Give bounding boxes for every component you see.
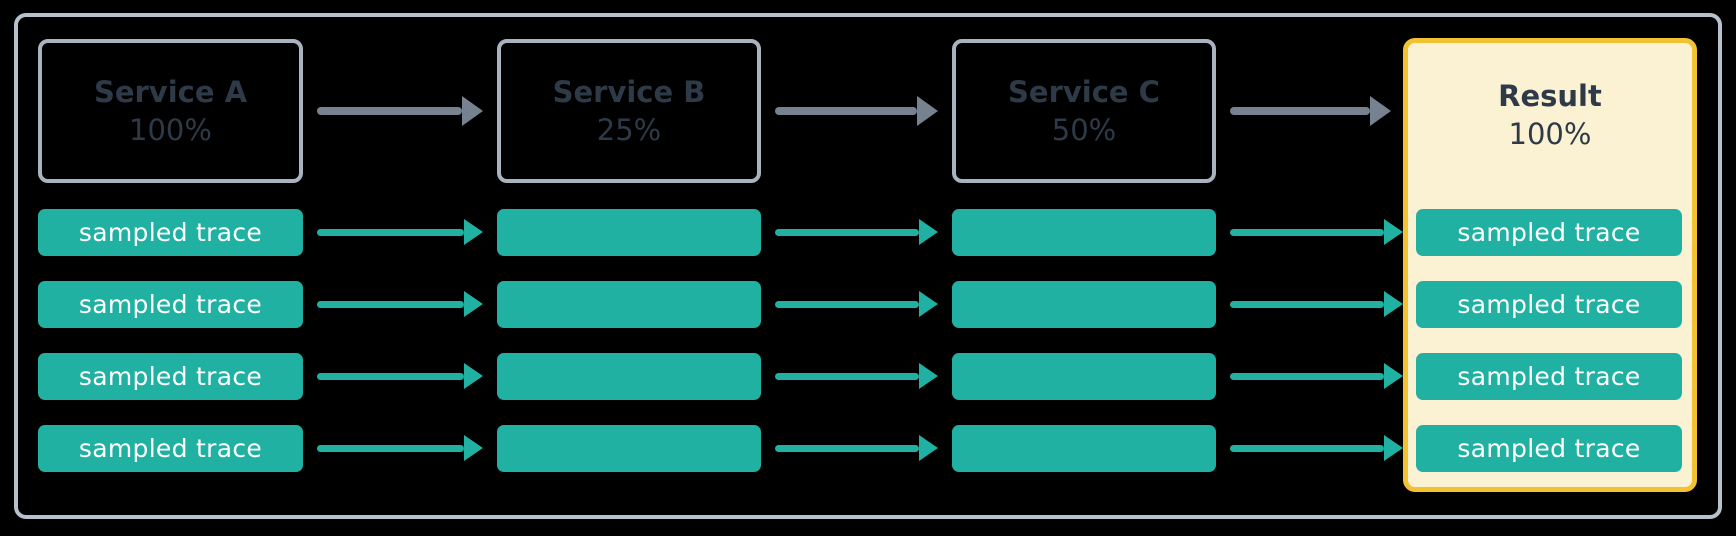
sampled-trace-label: sampled trace xyxy=(78,218,263,247)
arrow-head-icon xyxy=(1370,96,1391,126)
sampled-trace-box xyxy=(497,353,761,400)
arrow-shaft xyxy=(775,107,917,115)
sampled-trace-label: sampled trace xyxy=(1457,434,1641,463)
sampled-trace-box xyxy=(952,281,1216,328)
arrow-shaft xyxy=(775,372,919,380)
sampled-trace-label: sampled trace xyxy=(1457,218,1641,247)
sampled-trace-box: sampled trace xyxy=(38,281,303,328)
trace-arrow xyxy=(317,291,483,317)
service-c-rate: 50% xyxy=(1051,112,1117,147)
result-name: Result xyxy=(1498,78,1602,113)
arrow-shaft xyxy=(1230,444,1384,452)
sampled-trace-box xyxy=(952,425,1216,472)
sampled-trace-box xyxy=(952,353,1216,400)
arrow-head-icon xyxy=(919,435,938,461)
arrow-head-icon xyxy=(464,435,483,461)
arrow-head-icon xyxy=(919,219,938,245)
arrow-head-icon xyxy=(1384,363,1403,389)
arrow-head-icon xyxy=(919,363,938,389)
sampled-trace-box xyxy=(497,281,761,328)
sampled-trace-label: sampled trace xyxy=(78,362,263,391)
trace-arrow xyxy=(1230,435,1403,461)
sampled-trace-box xyxy=(497,425,761,472)
sampled-trace-box: sampled trace xyxy=(1416,209,1682,256)
sampled-trace-box: sampled trace xyxy=(38,209,303,256)
result-box: Result 100% xyxy=(1403,38,1697,492)
service-a-name: Service A xyxy=(93,74,248,109)
trace-arrow xyxy=(775,291,938,317)
sampled-trace-label: sampled trace xyxy=(1457,290,1641,319)
sampled-trace-box: sampled trace xyxy=(38,425,303,472)
flow-arrow-c-to-result xyxy=(1230,96,1391,126)
diagram-outer-frame xyxy=(14,13,1722,519)
arrow-shaft xyxy=(1230,107,1370,115)
trace-arrow xyxy=(317,363,483,389)
trace-arrow xyxy=(775,219,938,245)
arrow-shaft xyxy=(1230,300,1384,308)
service-b-rate: 25% xyxy=(596,112,662,147)
result-header: Result 100% xyxy=(1408,43,1692,187)
sampled-trace-label: sampled trace xyxy=(78,290,263,319)
sampled-trace-box: sampled trace xyxy=(1416,353,1682,400)
arrow-head-icon xyxy=(462,96,483,126)
sampled-trace-box: sampled trace xyxy=(1416,425,1682,472)
result-rate: 100% xyxy=(1508,116,1592,151)
arrow-head-icon xyxy=(1384,219,1403,245)
arrow-shaft xyxy=(775,444,919,452)
arrow-head-icon xyxy=(919,291,938,317)
trace-arrow xyxy=(1230,219,1403,245)
arrow-shaft xyxy=(317,300,464,308)
trace-arrow xyxy=(775,363,938,389)
trace-arrow xyxy=(317,219,483,245)
arrow-head-icon xyxy=(1384,435,1403,461)
arrow-shaft xyxy=(317,228,464,236)
sampled-trace-box: sampled trace xyxy=(1416,281,1682,328)
service-a-rate: 100% xyxy=(129,112,212,147)
trace-arrow xyxy=(775,435,938,461)
arrow-head-icon xyxy=(464,291,483,317)
sampled-trace-label: sampled trace xyxy=(78,434,263,463)
service-b-name: Service B xyxy=(552,74,706,109)
arrow-shaft xyxy=(775,228,919,236)
sampled-trace-box xyxy=(497,209,761,256)
service-b-box: Service B 25% xyxy=(497,39,761,183)
arrow-shaft xyxy=(1230,372,1384,380)
arrow-head-icon xyxy=(464,363,483,389)
arrow-shaft xyxy=(317,444,464,452)
flow-arrow-b-to-c xyxy=(775,96,938,126)
trace-arrow xyxy=(1230,291,1403,317)
service-a-box: Service A 100% xyxy=(38,39,303,183)
trace-arrow xyxy=(1230,363,1403,389)
flow-arrow-a-to-b xyxy=(317,96,483,126)
service-c-box: Service C 50% xyxy=(952,39,1216,183)
arrow-shaft xyxy=(775,300,919,308)
sampled-trace-box xyxy=(952,209,1216,256)
arrow-head-icon xyxy=(917,96,938,126)
arrow-shaft xyxy=(317,372,464,380)
service-c-name: Service C xyxy=(1008,74,1160,109)
arrow-head-icon xyxy=(464,219,483,245)
arrow-shaft xyxy=(1230,228,1384,236)
arrow-shaft xyxy=(317,107,462,115)
sampled-trace-label: sampled trace xyxy=(1457,362,1641,391)
sampled-trace-box: sampled trace xyxy=(38,353,303,400)
trace-arrow xyxy=(317,435,483,461)
arrow-head-icon xyxy=(1384,291,1403,317)
